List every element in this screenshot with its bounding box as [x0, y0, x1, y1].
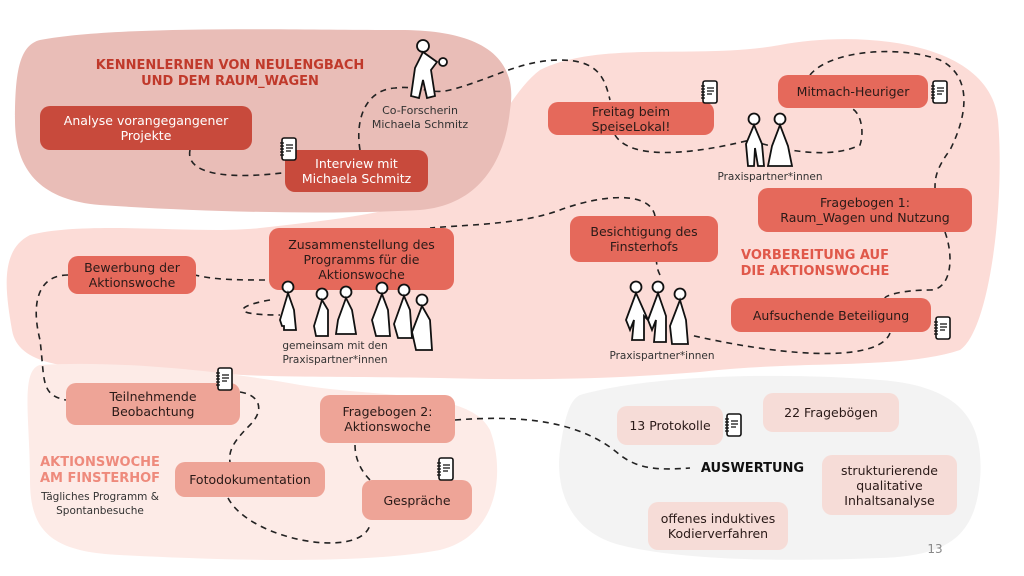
section-title-vorbereitung: VORBEREITUNG AUF DIE AKTIONSWOCHE: [720, 248, 910, 280]
box-line: Raum_Wagen und Nutzung: [780, 210, 950, 225]
notebook-icon: [216, 367, 233, 391]
title-line: AM FINSTERHOF: [39, 471, 161, 486]
box-offenes: offenes induktives Kodierverfahren: [648, 502, 788, 550]
title-line: UND DEM RAUM_WAGEN: [141, 74, 319, 89]
title-line: KENNENLERNEN VON NEULENGBACH: [95, 58, 365, 73]
box-fragebogen1: Fragebogen 1: Raum_Wagen und Nutzung: [758, 188, 972, 232]
box-strukturierende: strukturierende qualitative Inhaltsanaly…: [822, 455, 957, 515]
box-zusammenstellung: Zusammenstellung des Programms für die A…: [269, 228, 454, 290]
box-fragebogen2: Fragebogen 2: Aktionswoche: [320, 395, 455, 443]
label-line: Praxispartner*innen: [282, 354, 388, 366]
partners-label-2: Praxispartner*innen: [609, 350, 715, 362]
box-line: Fragebogen 1:: [820, 195, 910, 210]
notebook-icon: [701, 80, 718, 104]
people-pair-icon: [745, 112, 794, 167]
people-group-icon: [625, 280, 689, 345]
box-aufsuchende: Aufsuchende Beteiligung: [731, 298, 931, 332]
box-protokolle: 13 Protokolle: [617, 406, 723, 445]
box-interview: Interview mit Michaela Schmitz: [285, 150, 428, 192]
people-group-icon: [279, 280, 433, 351]
box-bewerbung: Bewerbung der Aktionswoche: [68, 256, 196, 294]
notebook-icon: [437, 457, 454, 481]
box-analyse: Analyse vorangegangener Projekte: [40, 106, 252, 150]
notebook-icon: [934, 316, 951, 340]
box-gespraeche: Gespräche: [362, 480, 472, 520]
notebook-icon: [725, 413, 742, 437]
person-icon: [409, 39, 448, 100]
title-line: DIE AKTIONSWOCHE: [740, 264, 890, 279]
box-besichtigung: Besichtigung des Finsterhofs: [570, 216, 718, 262]
section-title-auswertung: AUSWERTUNG: [700, 461, 805, 476]
box-line: Fragebogen 2:: [342, 404, 433, 419]
title-line: VORBEREITUNG AUF: [740, 248, 889, 263]
section-title-kennenlernen: KENNENLERNEN VON NEULENGBACH UND DEM RAU…: [60, 58, 400, 90]
box-teilnehmende: Teilnehmende Beobachtung: [66, 383, 240, 425]
label-line: gemeinsam mit den: [282, 340, 388, 352]
page-number: 13: [927, 542, 943, 556]
box-foto: Fotodokumentation: [175, 462, 325, 497]
connector-lines: [35, 50, 965, 544]
section-title-aktionswoche: AKTIONSWOCHE AM FINSTERHOF: [20, 455, 180, 487]
box-mitmach: Mitmach-Heuriger: [778, 75, 928, 108]
title-line: AKTIONSWOCHE: [40, 455, 160, 470]
label-line: Tägliches Programm &: [41, 491, 159, 503]
box-freitag: Freitag beim SpeiseLokal!: [548, 102, 714, 135]
notebook-icon: [280, 137, 297, 161]
label-line: Michaela Schmitz: [371, 118, 469, 131]
aktionswoche-subtitle: Tägliches Programm & Spontanbesuche: [20, 490, 180, 518]
label-line: Co-Forscherin: [382, 104, 458, 117]
partners-label-1: Praxispartner*innen: [717, 171, 823, 183]
label-line: Spontanbesuche: [56, 505, 144, 517]
notebook-icon: [931, 80, 948, 104]
together-label: gemeinsam mit den Praxispartner*innen: [265, 339, 405, 367]
coresearcher-label: Co-Forscherin Michaela Schmitz: [360, 104, 480, 132]
box-frageboegen: 22 Fragebögen: [763, 393, 899, 432]
box-line: Aktionswoche: [344, 419, 431, 434]
